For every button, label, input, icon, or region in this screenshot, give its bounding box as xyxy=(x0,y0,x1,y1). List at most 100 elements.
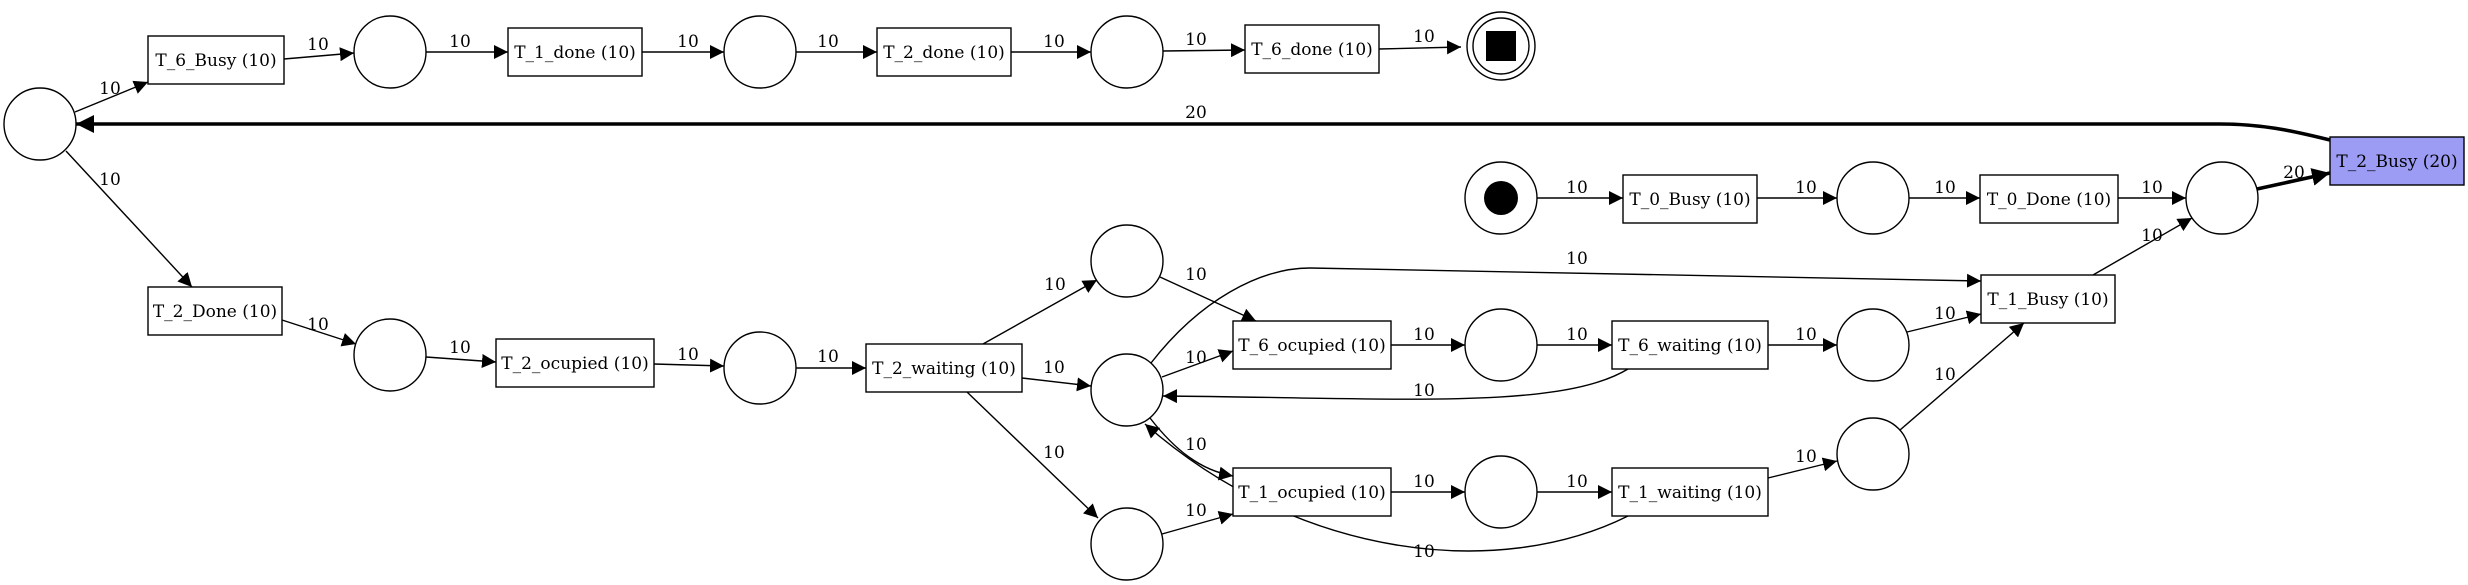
transition-t_T1_ocupied[interactable]: T_1_ocupied (10) xyxy=(1232,467,1392,517)
place-p_final[interactable] xyxy=(1466,11,1536,81)
transition-label: T_2_done (10) xyxy=(883,43,1005,63)
arc-t_T2_ocupied-to-p_t2occ_out xyxy=(653,358,725,373)
transition-label: T_2_Done (10) xyxy=(153,302,277,322)
arc-weight-label: 10 xyxy=(1566,178,1588,198)
arc-weight-label: 10 xyxy=(99,170,121,190)
arc-p_t2done_out-to-t_T6_done xyxy=(1162,43,1246,58)
transition-label: T_0_Busy (10) xyxy=(1629,190,1750,210)
transition-label: T_2_ocupied (10) xyxy=(501,354,648,374)
arc-weight-label: 20 xyxy=(2283,163,2305,183)
arc-weight-label: 10 xyxy=(817,347,839,367)
place-p_t1wait_out[interactable] xyxy=(1836,417,1910,491)
arc-weight-label: 10 xyxy=(1413,381,1435,401)
transition-t_T2_ocupied[interactable]: T_2_ocupied (10) xyxy=(495,338,655,388)
arc-weight-label: 10 xyxy=(1413,472,1435,492)
transition-t_T2_Done[interactable]: T_2_Done (10) xyxy=(147,286,283,336)
arc-weight-label: 10 xyxy=(1185,265,1207,285)
arc-weight-label: 10 xyxy=(1185,435,1207,455)
transition-t_T2_Busy[interactable]: T_2_Busy (20) xyxy=(2329,136,2465,186)
arc-t_T2_waiting-to-p_hub xyxy=(1021,377,1092,392)
arc-t_T1_waiting-to-p_t1wait_out xyxy=(1767,457,1838,479)
arc-p_hub-to-t_T6_ocupied xyxy=(1161,349,1234,378)
place-p_t6busy_out[interactable] xyxy=(353,15,427,89)
transition-t_T6_Busy[interactable]: T_6_Busy (10) xyxy=(147,35,285,85)
place-p_t2occ_out[interactable] xyxy=(723,331,797,405)
arc-weight-label: 10 xyxy=(307,315,329,335)
place-p_t1done_out[interactable] xyxy=(723,15,797,89)
arc-p_main-to-t_T6_Busy xyxy=(74,80,149,113)
place-p_t2Done_out[interactable] xyxy=(353,318,427,392)
transition-t_T2_waiting[interactable]: T_2_waiting (10) xyxy=(865,343,1023,393)
arc-p_t2Done_out-to-t_T2_ocupied xyxy=(425,354,497,368)
arc-weight-label: 10 xyxy=(1795,447,1817,467)
transition-t_T1_Busy[interactable]: T_1_Busy (10) xyxy=(1980,274,2116,324)
place-p_t0done_out[interactable] xyxy=(2185,161,2259,235)
transition-t_T1_done[interactable]: T_1_done (10) xyxy=(507,27,643,77)
arc-p_t6wait_out-to-t_T1_Busy xyxy=(1906,310,1982,333)
arc-t_T1_waiting-to-p_hub xyxy=(1144,423,1629,552)
transition-label: T_6_done (10) xyxy=(1251,40,1373,60)
transition-t_T1_waiting[interactable]: T_1_waiting (10) xyxy=(1611,467,1769,517)
arc-weight-label: 10 xyxy=(1185,348,1207,368)
place-p_t1occ_out[interactable] xyxy=(1464,455,1538,529)
arc-weight-label: 10 xyxy=(99,79,121,99)
transition-label: T_6_waiting (10) xyxy=(1618,336,1762,356)
transition-t_T6_done[interactable]: T_6_done (10) xyxy=(1244,24,1380,74)
transition-label: T_2_waiting (10) xyxy=(872,359,1016,379)
arc-weight-label: 10 xyxy=(817,32,839,52)
arc-weight-label: 10 xyxy=(1934,178,1956,198)
place-p_t6occ_out[interactable] xyxy=(1464,308,1538,382)
arc-weight-label: 10 xyxy=(1566,472,1588,492)
arc-p_hub-to-t_T1_Busy xyxy=(1150,267,1982,364)
arc-p_w_lower-to-t_T1_ocupied xyxy=(1161,511,1234,535)
initial-token-icon xyxy=(1484,181,1518,215)
nodes-layer: T_6_Busy (10) T_1_done (10) T_2_done (10) T… xyxy=(3,11,2465,581)
place-p_hub[interactable] xyxy=(1090,353,1164,427)
place-p_w_upper[interactable] xyxy=(1090,224,1164,298)
transition-label: T_1_Busy (10) xyxy=(1987,290,2108,310)
arc-weight-label: 10 xyxy=(677,32,699,52)
arc-weight-label: 10 xyxy=(1043,443,1065,463)
arc-t_T1_Busy-to-p_t0done_out xyxy=(2092,217,2193,276)
arc-weight-label: 10 xyxy=(1413,325,1435,345)
transition-label: T_2_Busy (20) xyxy=(2336,152,2457,172)
arc-weight-label: 10 xyxy=(1795,325,1817,345)
place-p_w_lower[interactable] xyxy=(1090,507,1164,581)
arc-weight-label: 10 xyxy=(1185,501,1207,521)
arc-p_w_upper-to-t_T6_ocupied xyxy=(1159,276,1257,322)
place-p_start[interactable] xyxy=(1464,161,1538,235)
transition-t_T0_Done[interactable]: T_0_Done (10) xyxy=(1979,174,2119,224)
transition-t_T6_ocupied[interactable]: T_6_ocupied (10) xyxy=(1232,320,1392,370)
arc-weight-label: 10 xyxy=(2141,178,2163,198)
transition-label: T_1_ocupied (10) xyxy=(1238,483,1385,503)
arc-weight-label: 10 xyxy=(1043,32,1065,52)
transition-label: T_6_ocupied (10) xyxy=(1238,336,1385,356)
arc-t_T6_done-to-p_final xyxy=(1378,40,1462,55)
arc-weight-label: 10 xyxy=(449,338,471,358)
place-p_t0busy_out[interactable] xyxy=(1836,161,1910,235)
arc-weight-label: 10 xyxy=(677,345,699,365)
arc-weight-label: 10 xyxy=(1185,30,1207,50)
arc-weight-label: 10 xyxy=(307,35,329,55)
arc-p_t0done_out-to-t_T2_Busy xyxy=(2256,168,2331,191)
transition-t_T0_Busy[interactable]: T_0_Busy (10) xyxy=(1622,174,1758,224)
arcs-layer xyxy=(65,40,2331,552)
arc-p_t1wait_out-to-t_T1_Busy xyxy=(1899,322,2025,431)
arc-t_T2_Done-to-p_t2Done_out xyxy=(281,319,357,347)
arc-weight-label: 10 xyxy=(1934,365,1956,385)
arc-t_T2_waiting-to-p_w_lower xyxy=(966,391,1099,519)
place-p_t6wait_out[interactable] xyxy=(1836,308,1910,382)
place-p_main[interactable] xyxy=(3,87,77,161)
arc-weight-label: 10 xyxy=(1795,178,1817,198)
arc-weight-label: 10 xyxy=(1566,325,1588,345)
arc-t_T6_Busy-to-p_t6busy_out xyxy=(283,47,355,62)
transition-t_T6_waiting[interactable]: T_6_waiting (10) xyxy=(1611,320,1769,370)
transition-t_T2_done[interactable]: T_2_done (10) xyxy=(876,27,1012,77)
arc-weight-label: 10 xyxy=(1566,249,1588,269)
final-place-square-icon xyxy=(1486,31,1516,61)
transition-label: T_0_Done (10) xyxy=(1987,190,2111,210)
transition-label: T_1_done (10) xyxy=(514,43,636,63)
place-p_t2done_out[interactable] xyxy=(1090,15,1164,89)
transition-label: T_6_Busy (10) xyxy=(155,51,276,71)
